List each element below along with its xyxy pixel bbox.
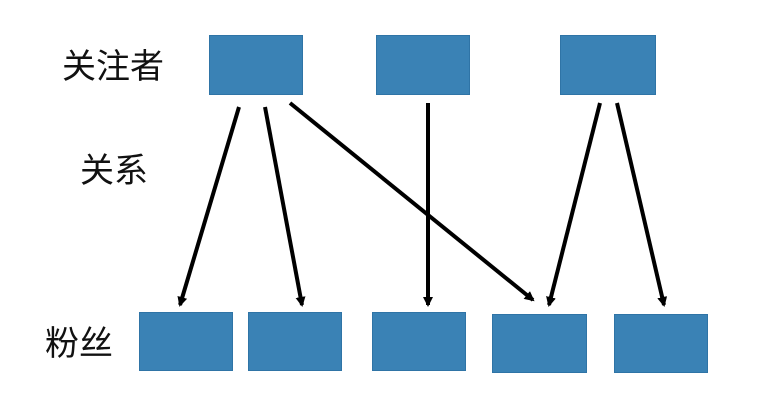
fan-node-1 xyxy=(139,312,233,371)
follower-node-3 xyxy=(560,35,656,95)
fans-row-label: 粉丝 xyxy=(45,324,113,364)
fan-node-3 xyxy=(372,312,466,371)
follower-node-2 xyxy=(376,35,470,95)
edge-f3-to-t4 xyxy=(546,102,602,307)
fan-node-4 xyxy=(492,314,587,373)
follower-node-1 xyxy=(209,35,303,95)
edge-f1-to-t1 xyxy=(177,106,241,307)
followers-row-label: 关注者 xyxy=(62,47,164,87)
edge-f1-to-t2 xyxy=(263,106,306,307)
edge-f3-to-t5 xyxy=(615,102,668,307)
edge-f1-to-t4 xyxy=(288,101,535,302)
fan-node-2 xyxy=(248,312,342,371)
fan-node-5 xyxy=(614,314,708,373)
relation-row-label: 关系 xyxy=(80,151,148,191)
